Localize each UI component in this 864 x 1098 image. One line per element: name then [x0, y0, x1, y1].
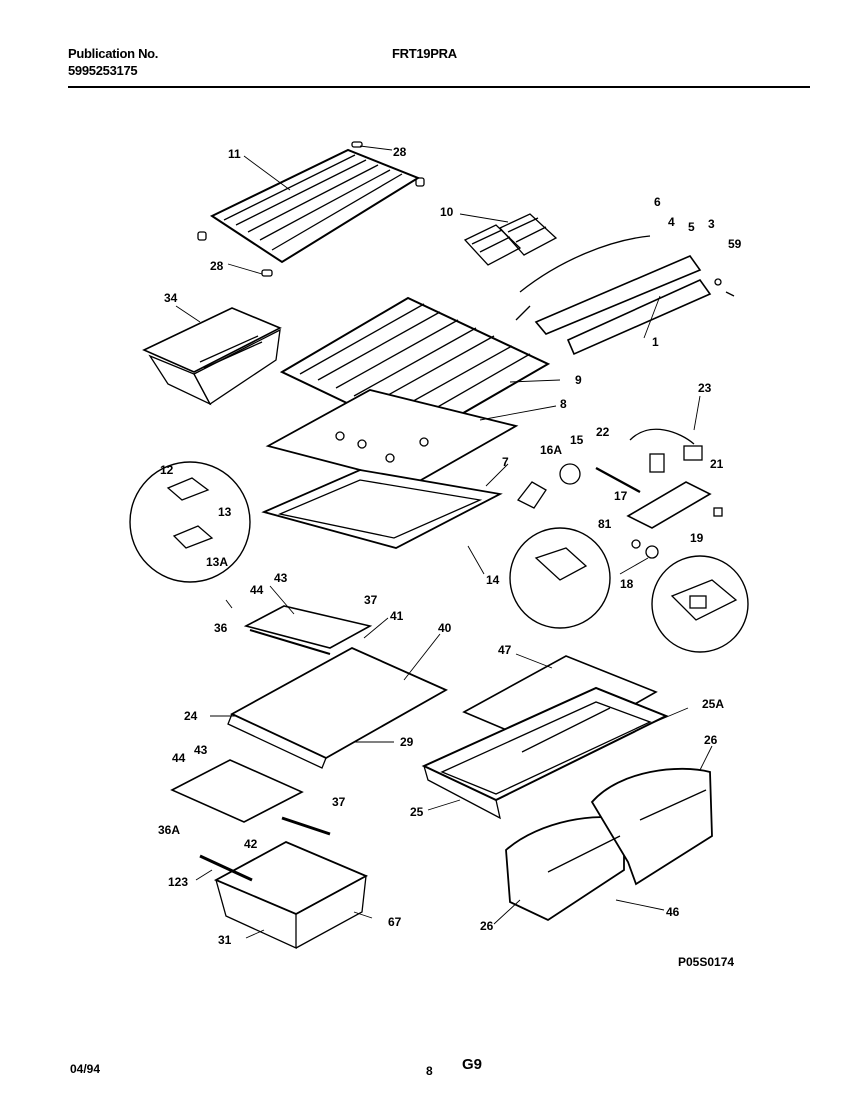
part-callout-25a: 25A: [702, 697, 724, 711]
diagram-reference: P05S0174: [678, 955, 734, 969]
part-callout-6: 6: [654, 195, 661, 209]
part-callout-59: 59: [728, 237, 742, 251]
part-callout-26: 26: [480, 919, 494, 933]
glass-shelf-large: [227, 646, 448, 769]
part-callout-1: 1: [652, 335, 659, 349]
egg-trays: [463, 213, 558, 266]
detail-inset-right: [651, 555, 749, 653]
part-callout-14: 14: [486, 573, 500, 587]
footer-section: G9: [462, 1056, 483, 1073]
part-callout-46: 46: [666, 905, 680, 919]
part-callout-3: 3: [708, 217, 715, 231]
detail-inset-left: [129, 461, 251, 583]
part-callout-41: 41: [390, 609, 404, 623]
part-callout-13a: 13A: [206, 555, 228, 569]
shelf-small-lower: [170, 759, 331, 836]
part-callout-17: 17: [614, 489, 628, 503]
part-callout-123: 123: [168, 875, 188, 889]
part-callout-47: 47: [498, 643, 512, 657]
part-callout-15: 15: [570, 433, 584, 447]
part-callout-36: 36: [214, 621, 228, 635]
air-housing: [261, 469, 503, 549]
part-callout-40: 40: [438, 621, 452, 635]
freezer-bin: [142, 307, 282, 406]
crisper-frame: [421, 686, 669, 820]
part-callout-12: 12: [160, 463, 174, 477]
footer-date: 04/94: [70, 1062, 101, 1076]
shelf-small-upper: [243, 605, 373, 655]
part-callout-26: 26: [704, 733, 718, 747]
wire-shelf: [209, 148, 421, 264]
part-callout-44: 44: [250, 583, 264, 597]
part-callout-43: 43: [274, 571, 288, 585]
part-callout-16a: 16A: [540, 443, 562, 457]
deli-drawer: [199, 841, 369, 950]
footer-page-number: 8: [426, 1064, 433, 1078]
part-callout-4: 4: [668, 215, 675, 229]
part-callout-22: 22: [596, 425, 610, 439]
part-callout-25: 25: [410, 805, 424, 819]
crisper-rails: [515, 235, 735, 356]
part-callout-29: 29: [400, 735, 414, 749]
part-callout-18: 18: [620, 577, 634, 591]
part-callout-7: 7: [502, 455, 509, 469]
part-callout-34: 34: [164, 291, 178, 305]
part-callout-21: 21: [710, 457, 724, 471]
crisper-drawers: [505, 767, 713, 922]
part-callout-10: 10: [440, 205, 454, 219]
part-callout-31: 31: [218, 933, 232, 947]
part-callout-28: 28: [393, 145, 407, 159]
part-callout-42: 42: [244, 837, 258, 851]
part-callout-67: 67: [388, 915, 402, 929]
part-callout-24: 24: [184, 709, 198, 723]
part-callout-44: 44: [172, 751, 186, 765]
part-callout-81: 81: [598, 517, 612, 531]
part-callout-28: 28: [210, 259, 224, 273]
publication-label: Publication No.: [68, 46, 159, 61]
part-callout-13: 13: [218, 505, 232, 519]
part-callout-37: 37: [364, 593, 378, 607]
header-rule: [68, 86, 810, 88]
detail-inset-center: [509, 527, 611, 629]
part-callout-36a: 36A: [158, 823, 180, 837]
part-callout-43: 43: [194, 743, 208, 757]
part-callout-19: 19: [690, 531, 704, 545]
part-callout-5: 5: [688, 220, 695, 234]
part-callout-37: 37: [332, 795, 346, 809]
part-callouts: 11 28 28 10 6 4 5 3 59 1 34 9 8 23 22 15…: [158, 145, 742, 947]
model-number: FRT19PRA: [392, 46, 457, 61]
part-callout-9: 9: [575, 373, 582, 387]
part-callout-11: 11: [228, 147, 241, 161]
part-callout-8: 8: [560, 397, 567, 411]
publication-number: 5995253175: [68, 63, 138, 78]
part-callout-23: 23: [698, 381, 712, 395]
